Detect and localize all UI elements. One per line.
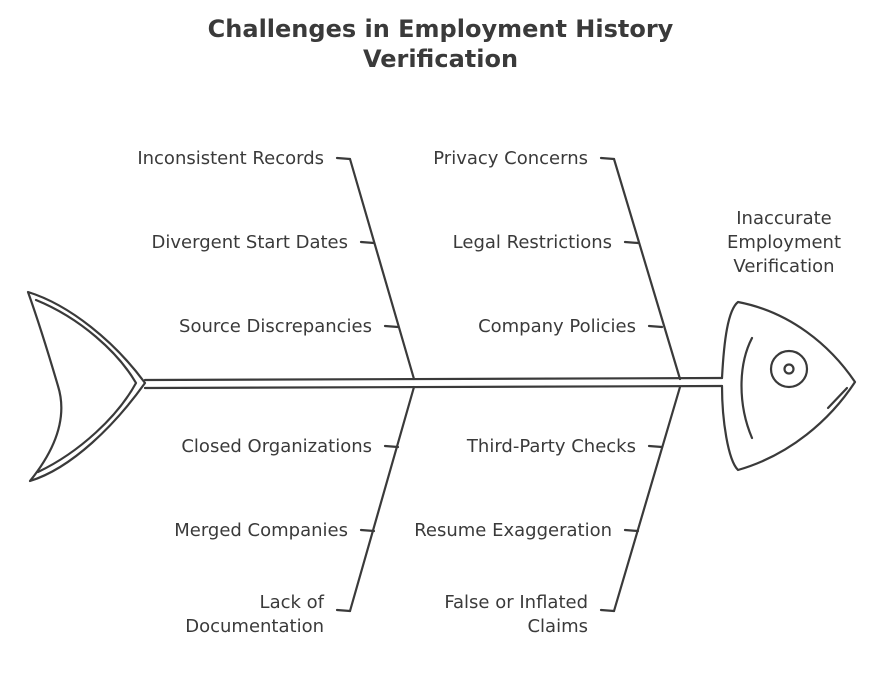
diagram-title: Challenges in Employment History Verific… [0,14,881,74]
fish-eye [769,349,809,389]
cause-label: False or Inflated Claims [444,591,588,639]
tick-bottom-right-3 [599,608,616,613]
cause-label: Lack of Documentation [185,591,324,639]
tick-top-left-3 [383,324,400,329]
fish-spine [143,376,724,390]
cause-label-line-2: Documentation [185,616,324,637]
bone-top-left [348,157,416,381]
cause-label-line-2: Claims [527,616,588,637]
cause-label: Privacy Concerns [433,148,588,169]
tick-top-left-2 [359,240,376,245]
cause-label: Inconsistent Records [137,148,324,169]
cause-label: Divergent Start Dates [151,232,348,253]
cause-label: Resume Exaggeration [414,520,612,541]
effect-label: Inaccurate Employment Verification [716,207,852,279]
cause-label: Closed Organizations [181,436,372,457]
tick-top-right-2 [623,240,640,245]
cause-label: Legal Restrictions [452,232,612,253]
effect-label-line-2: Employment [726,232,842,253]
tick-bottom-right-1 [647,444,664,449]
fish-tail [26,290,147,483]
cause-label: Merged Companies [174,520,348,541]
bone-bottom-right [612,385,682,613]
effect-label-line-1: Inaccurate [736,208,832,229]
tick-top-right-1 [599,156,616,161]
fish-head [720,300,857,472]
cause-label-line-1: False or Inflated [444,592,588,613]
effect-label-line-3: Verification [733,256,835,277]
bone-bottom-left [348,385,416,613]
cause-label-line-1: Lack of [259,592,324,613]
tick-bottom-left-2 [359,528,376,533]
tick-top-left-1 [335,156,352,161]
tick-bottom-left-1 [383,444,400,449]
tick-top-right-3 [647,324,664,329]
tick-bottom-right-2 [623,528,640,533]
cause-label: Source Discrepancies [179,316,372,337]
title-line-1: Challenges in Employment History [207,15,674,43]
cause-label: Third-Party Checks [466,436,636,457]
bone-top-right [612,157,682,381]
tick-bottom-left-3 [335,608,352,613]
cause-label: Company Policies [478,316,636,337]
title-line-2: Verification [362,45,519,73]
